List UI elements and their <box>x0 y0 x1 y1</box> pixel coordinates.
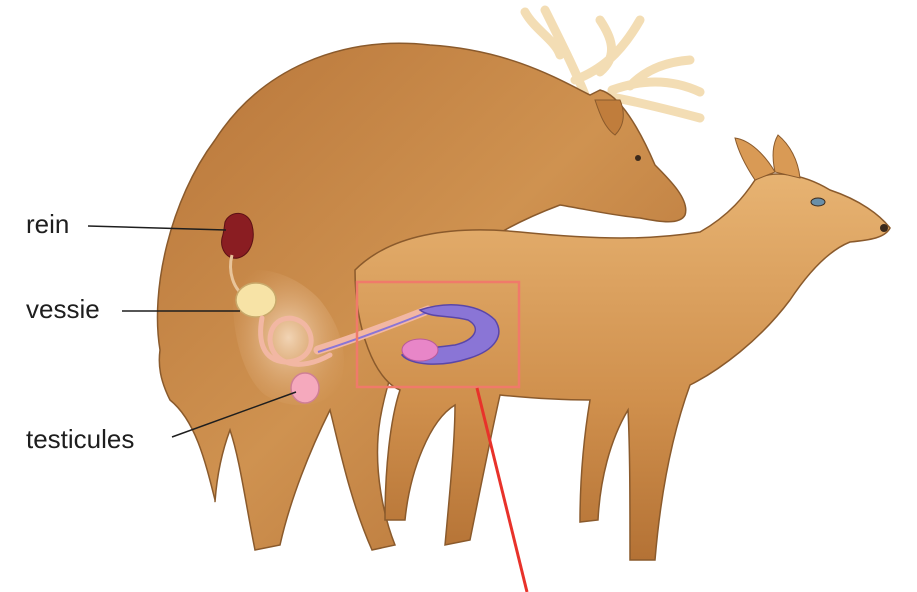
testis <box>291 373 319 403</box>
hind-eye <box>811 198 825 206</box>
hind-ear-1 <box>735 138 775 180</box>
pointer-line <box>477 388 527 592</box>
label-rein: rein <box>26 209 69 239</box>
kidney <box>222 213 254 258</box>
stag-eye <box>635 155 641 161</box>
label-testicules: testicules <box>26 424 134 454</box>
hind-nose <box>880 224 888 232</box>
hind-ear-2 <box>773 135 800 178</box>
label-vessie: vessie <box>26 294 100 324</box>
bladder <box>236 283 276 317</box>
uterus <box>402 339 438 361</box>
